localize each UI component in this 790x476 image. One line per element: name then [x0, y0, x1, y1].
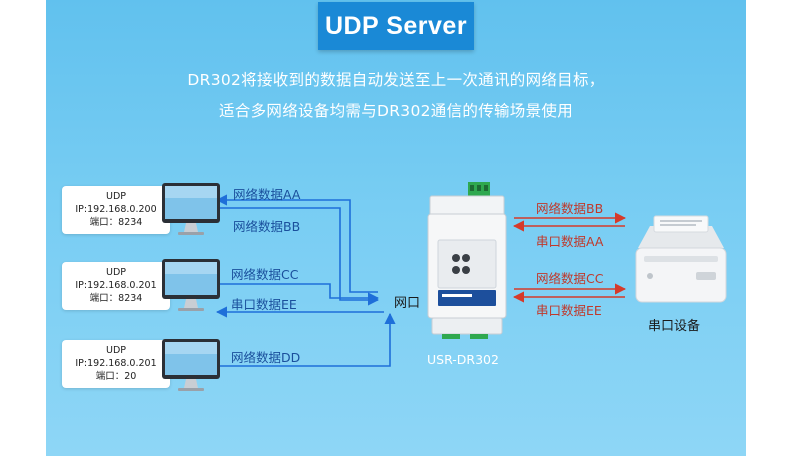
client-3-proto: UDP: [106, 345, 126, 356]
title-banner: UDP Server: [318, 2, 474, 50]
client-2-ip: IP:192.168.0.201: [75, 280, 157, 291]
client-card-3: UDP IP:192.168.0.201 端口：20: [62, 340, 170, 388]
client-2-proto: UDP: [106, 267, 126, 278]
label-network-aa: 网络数据AA: [233, 187, 301, 202]
client-1-proto: UDP: [106, 191, 126, 202]
client-2-port: 端口：8234: [89, 293, 143, 304]
label-serial-side-aa: 串口数据AA: [536, 234, 604, 249]
client-3-ip: IP:192.168.0.201: [75, 358, 157, 369]
device-name-label: USR-DR302: [427, 352, 499, 367]
client-3-port: 端口：20: [95, 371, 137, 382]
serial-device-label: 串口设备: [648, 319, 701, 334]
page-title: UDP Server: [324, 11, 468, 40]
line-network-cc: [217, 283, 380, 304]
client-card-2: UDP IP:192.168.0.201 端口：8234: [62, 262, 170, 310]
label-serial-side-bb: 网络数据BB: [536, 201, 604, 216]
monitor-icon: [162, 259, 220, 311]
client-card-1: UDP IP:192.168.0.200 端口：8234: [62, 186, 170, 234]
monitor-icon: [162, 339, 220, 391]
ethernet-port-label: 网口: [394, 296, 421, 311]
label-serial-side-ee: 串口数据EE: [536, 303, 602, 318]
label-network-bb: 网络数据BB: [233, 219, 301, 234]
label-serial-side-cc: 网络数据CC: [536, 271, 604, 286]
label-network-dd: 网络数据DD: [231, 350, 301, 365]
line-network-aa: [215, 194, 378, 293]
description-line-2: 适合多网络设备均需与DR302通信的传输场景使用: [219, 102, 573, 120]
client-1-port: 端口：8234: [89, 217, 143, 228]
label-network-cc: 网络数据CC: [231, 267, 299, 282]
label-serial-ee: 串口数据EE: [231, 297, 297, 312]
line-network-dd: [217, 312, 396, 367]
monitor-icon: [162, 183, 220, 235]
description-line-1: DR302将接收到的数据自动发送至上一次通讯的网络目标，: [187, 71, 605, 89]
client-1-ip: IP:192.168.0.200: [75, 204, 157, 215]
dr302-device: [427, 182, 507, 339]
line-network-bb: [217, 207, 380, 306]
printer-icon: [635, 215, 727, 303]
